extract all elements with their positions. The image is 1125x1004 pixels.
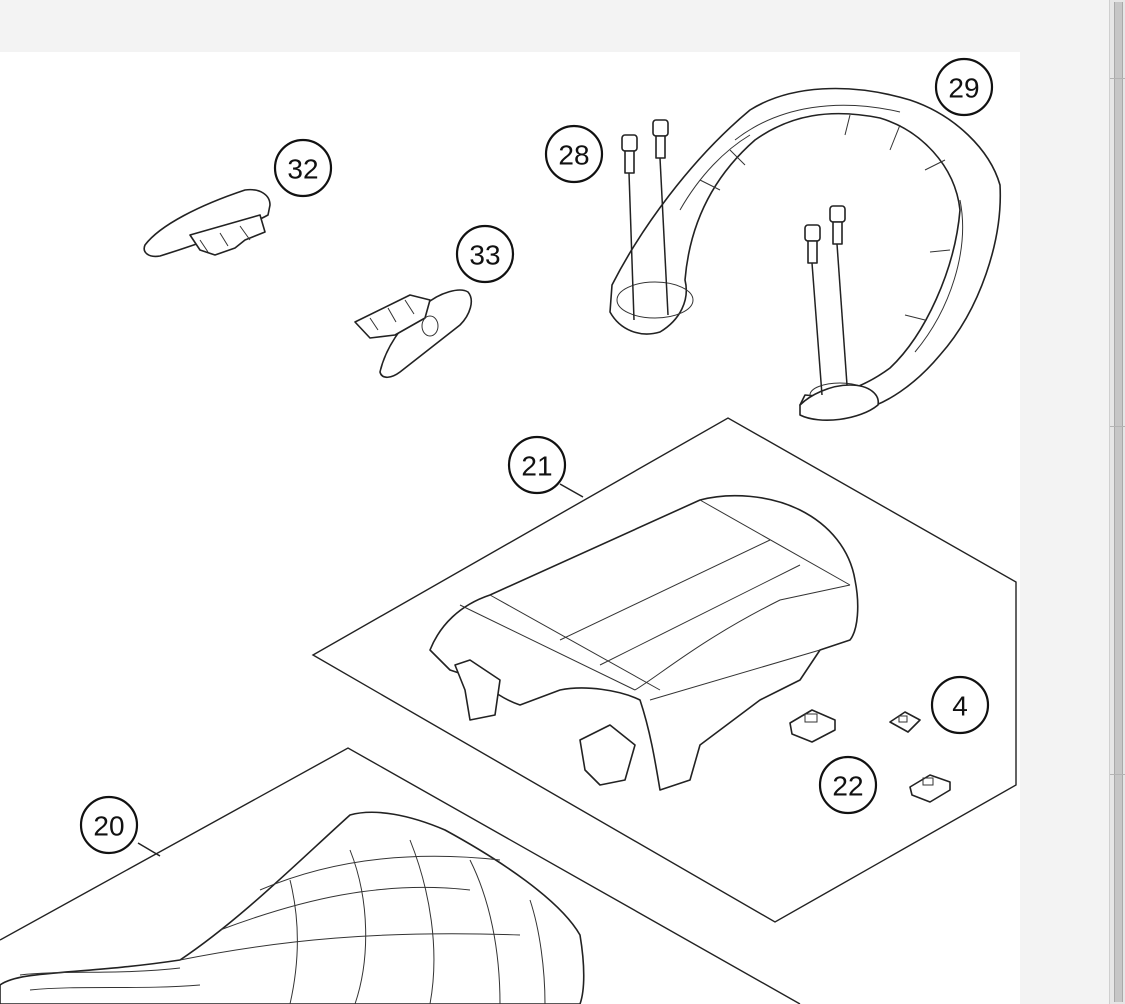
vertical-scrollbar[interactable] [1109,0,1125,1004]
bolt [652,119,669,316]
kit-plate-20 [0,747,801,1004]
part-4-clip [889,711,921,733]
scrollbar-divider [1110,78,1125,79]
part-29-grab-handle [609,87,1002,421]
callout-33: 33 [455,224,515,284]
kit-plate-21 [311,417,1017,923]
svg-text:22: 22 [832,771,863,802]
svg-text:21: 21 [521,451,552,482]
callout-4: 4 [930,675,990,735]
callout-32: 32 [273,138,333,198]
callout-22: 22 [818,755,878,815]
callout-29: 29 [934,57,994,117]
callout-28: 28 [544,124,604,184]
svg-text:20: 20 [93,811,124,842]
svg-text:28: 28 [558,140,589,171]
svg-text:4: 4 [952,691,968,722]
bolt [621,134,638,321]
scrollbar-divider [1110,774,1125,775]
callout-21: 21 [507,435,567,495]
part-32-cover [143,188,271,258]
part-33-cover [354,289,472,379]
bolt [804,224,823,396]
scrollbar-divider [1110,426,1125,427]
bolt [829,205,848,386]
svg-text:33: 33 [469,240,500,271]
svg-text:32: 32 [287,154,318,185]
part-22-clip [789,709,836,743]
scrollbar-thumb[interactable] [1114,2,1123,1002]
part-20-rider-seat [0,811,585,1004]
svg-text:29: 29 [948,73,979,104]
leader-lines [137,483,584,857]
part-21-pillion-seat [429,494,859,791]
part-22-clip [909,774,951,803]
callout-20: 20 [79,795,139,855]
parts-diagram-panel: 29 28 32 33 21 4 [0,52,1020,1004]
exploded-parts-diagram: 29 28 32 33 21 4 [0,57,1017,1004]
part-28-bolts [621,119,848,396]
